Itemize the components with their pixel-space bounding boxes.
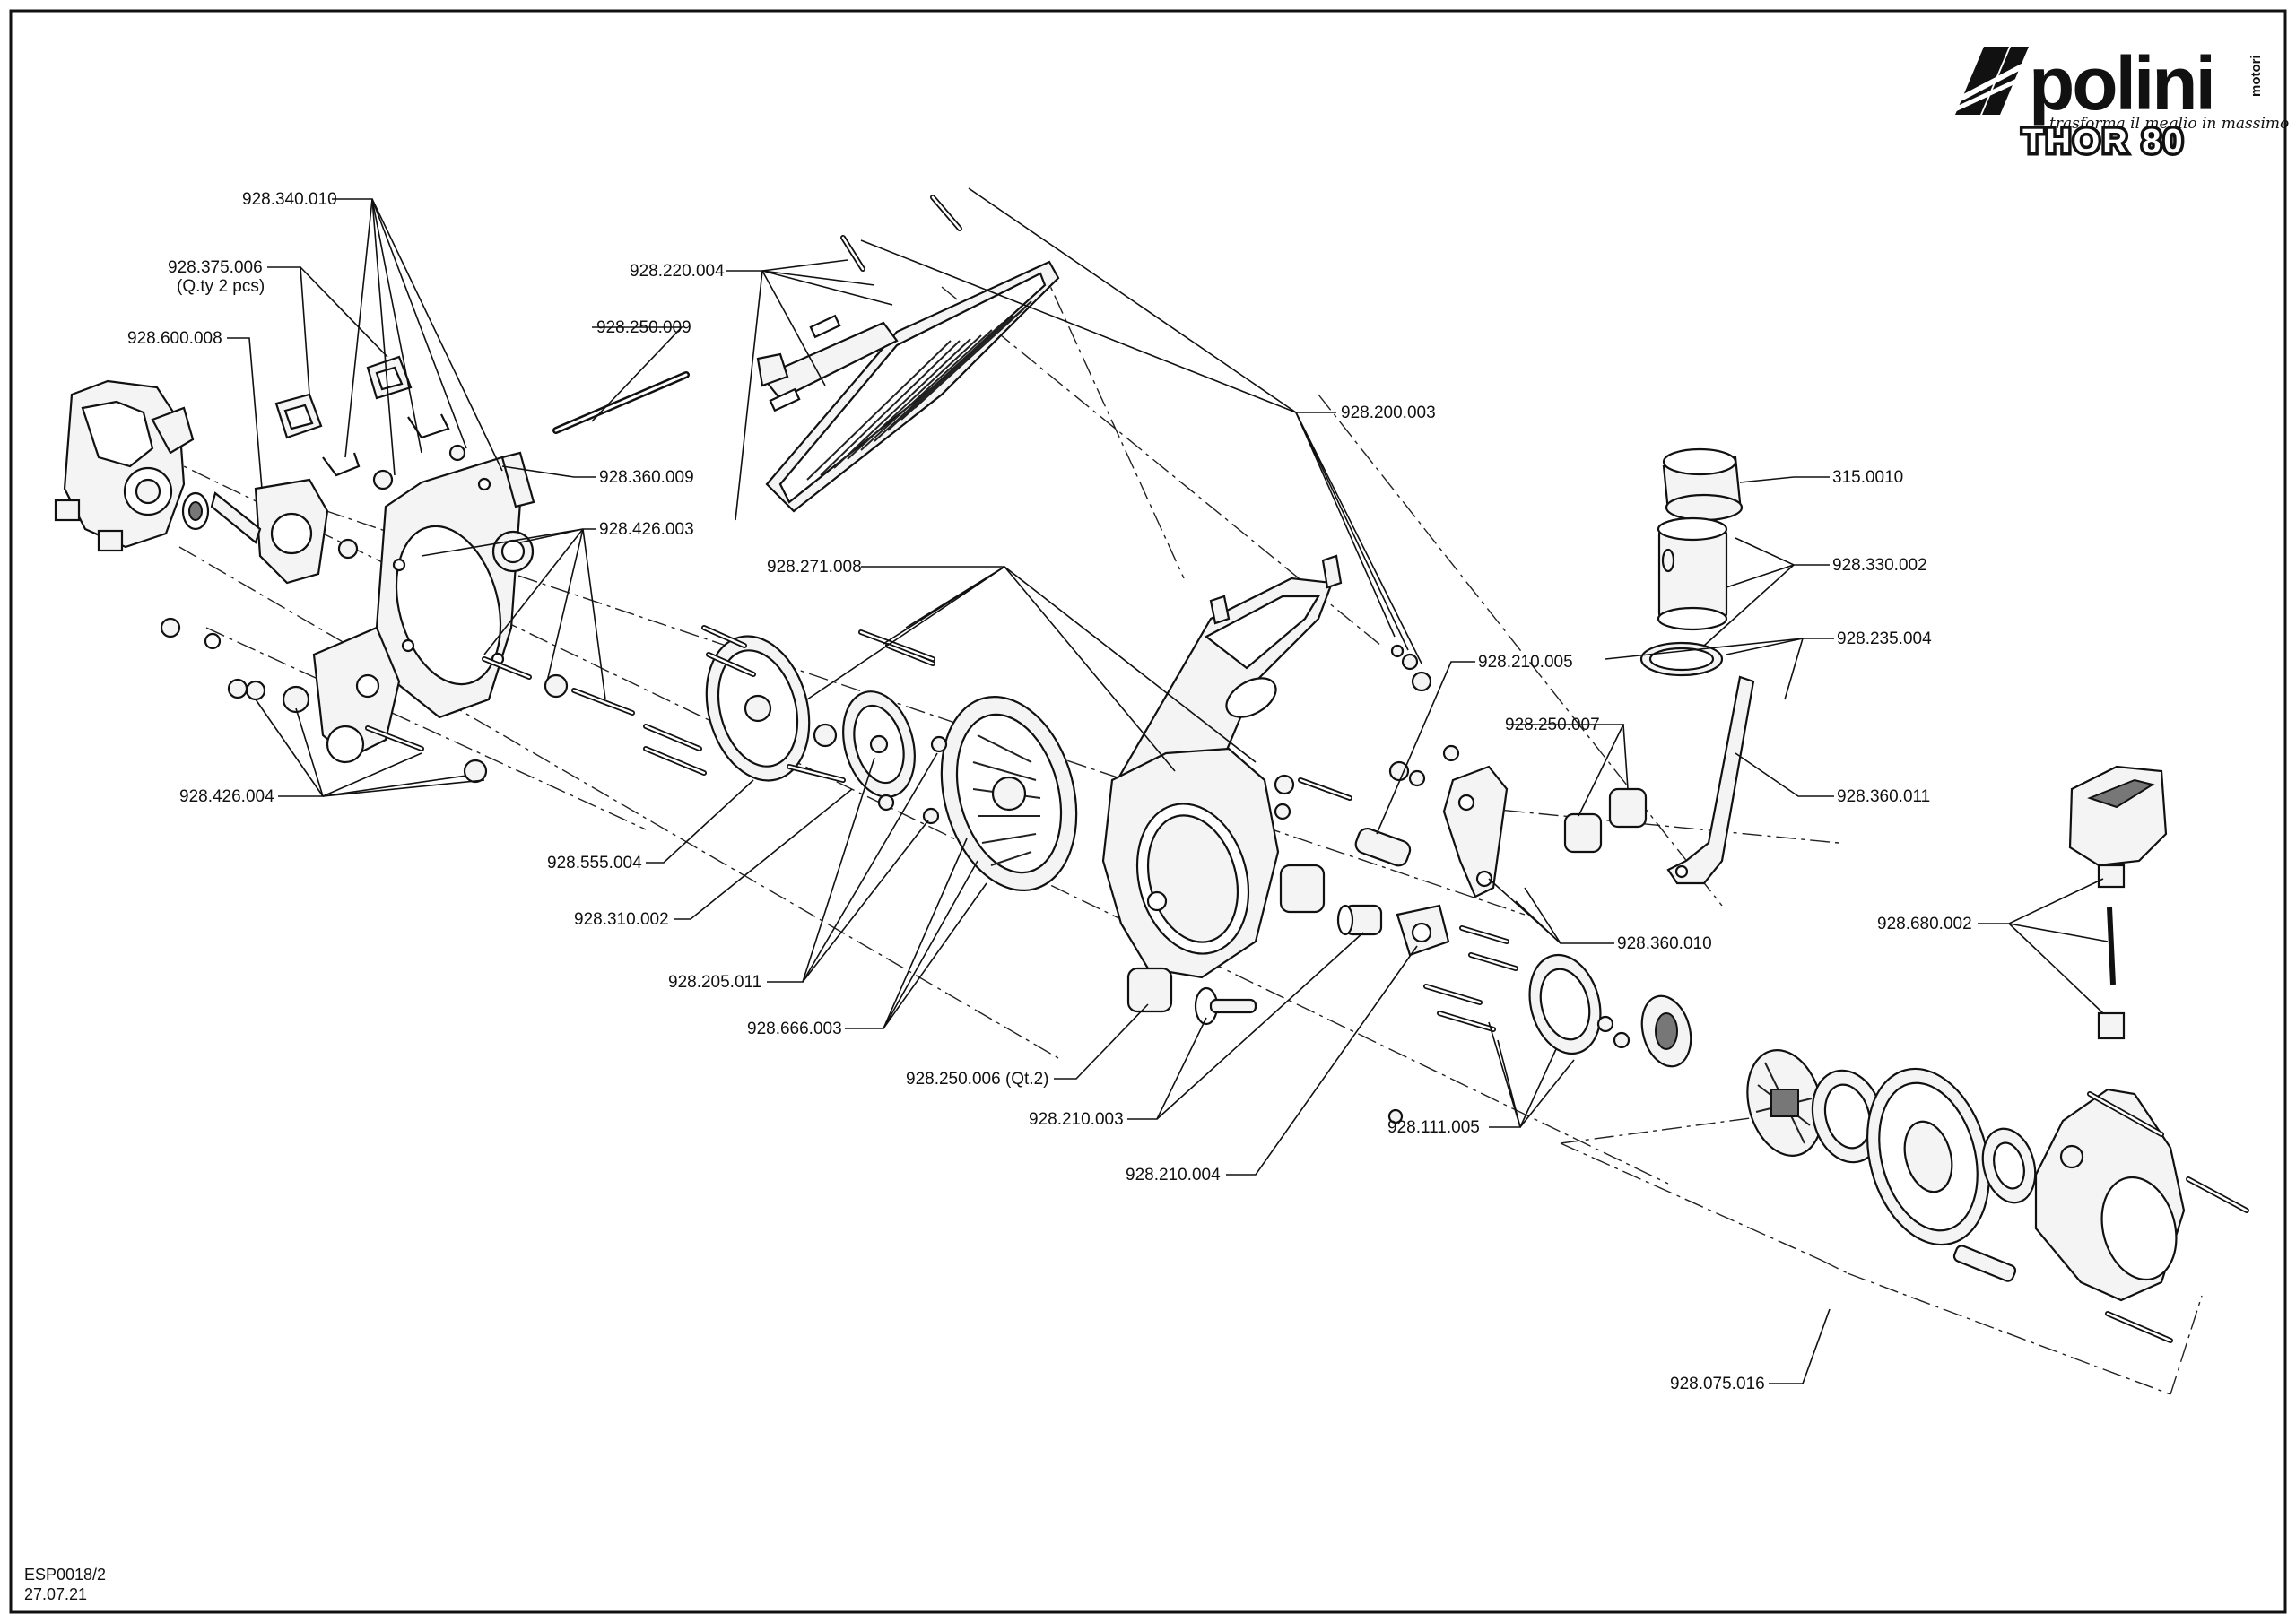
part-number-labels: 928.340.010 928.375.006 (Q.ty 2 pcs) 928… [127,190,1972,1393]
document-date: 27.07.21 [24,1585,87,1603]
polini-stripes-icon [1953,47,2031,115]
document-code: ESP0018/2 [24,1566,106,1584]
belt-pulley [1866,1067,1991,1246]
leader-lines [227,187,2109,1384]
fan-shroud [1101,747,1280,979]
label-928-666-003: 928.666.003 [747,1020,842,1038]
engine-bracket [1442,765,1509,898]
label-928-360-011: 928.360.011 [1837,787,1930,806]
label-928-375-006: 928.375.006 [168,258,263,277]
cooling-fan [940,696,1078,891]
rubber-mount-3 [1563,812,1603,854]
seal-washer [1981,1127,2037,1204]
bearing [1811,1069,1884,1164]
label-928-271-008: 928.271.008 [767,558,862,577]
fuel-rail [552,371,690,434]
fuel-tank-cap [2068,765,2168,1040]
label-928-426-004: 928.426.004 [179,787,274,806]
label-928-220-004: 928.220.004 [630,262,725,281]
fasteners [365,195,2249,1343]
brand-name: polini [2029,41,2213,126]
filler-cap [1662,447,1744,522]
clip-right [366,355,413,400]
label-928-205-011: 928.205.011 [668,973,761,992]
spacer-block [1396,904,1450,957]
flywheel-hub [705,635,811,782]
brand-tagline: trasforma il meglio in massimo [2049,115,2289,133]
carburetor-housing [54,379,195,552]
spacer-sleeve [1354,827,1412,867]
label-928-555-004: 928.555.004 [547,854,642,872]
hook-clips [322,413,450,477]
label-928-310-002: 928.310.002 [574,910,669,929]
ignition-cover [1528,953,1602,1055]
filler-clamp [1639,641,1724,677]
intake-bracket [210,478,329,585]
drive-pulley [1640,994,1692,1068]
rubber-mount-1 [1279,864,1326,914]
label-qty-2: (Q.ty 2 pcs) [177,277,265,296]
label-928-340-010: 928.340.010 [242,190,337,209]
label-928-250-009: 928.250.009 [596,318,691,337]
model-name: THOR 80 [2022,123,2185,161]
label-928-210-004: 928.210.004 [1126,1166,1221,1185]
seal-ring [181,491,210,531]
mount-washer [1194,986,1257,1026]
label-928-360-009: 928.360.009 [599,468,694,487]
label-928-210-003: 928.210.003 [1029,1110,1124,1129]
mount-sleeve [1336,904,1383,936]
label-315-0010: 315.0010 [1832,468,1903,487]
label-928-250-006: 928.250.006 (Qt.2) [906,1070,1049,1089]
end-cover [2034,1088,2186,1302]
filler-neck [1657,516,1728,631]
crankcase-plate [375,451,535,719]
radiator [756,260,1060,513]
label-928-075-016: 928.075.016 [1670,1375,1765,1393]
rubber-mount-2 [1126,967,1173,1013]
label-928-235-004: 928.235.004 [1837,629,1932,648]
rubber-mount-4 [1608,787,1648,829]
label-928-111-005: 928.111.005 [1387,1118,1480,1137]
label-928-250-007: 928.250.007 [1505,716,1600,734]
stator-plate [842,690,916,798]
label-928-600-008: 928.600.008 [127,329,222,348]
label-928-360-010: 928.360.010 [1617,934,1712,953]
label-928-200-003: 928.200.003 [1341,404,1436,422]
label-928-426-003: 928.426.003 [599,520,694,539]
label-928-680-002: 928.680.002 [1877,915,1972,933]
nuts-and-washers [160,444,1631,1124]
crankcase-lower [312,626,401,764]
brand-sub: motori [2248,55,2264,97]
pin [1952,1245,2017,1282]
document-footer: ESP0018/2 27.07.21 [24,1566,106,1603]
drawing-border [9,9,2287,1614]
support-stay [1666,675,1755,885]
polini-logo: polini motori trasforma il meglio in mas… [1953,41,2289,164]
label-928-330-002: 928.330.002 [1832,556,1927,575]
label-928-210-005: 928.210.005 [1478,653,1573,672]
clutch-drum [1746,1049,1823,1157]
clip-left [274,393,323,439]
